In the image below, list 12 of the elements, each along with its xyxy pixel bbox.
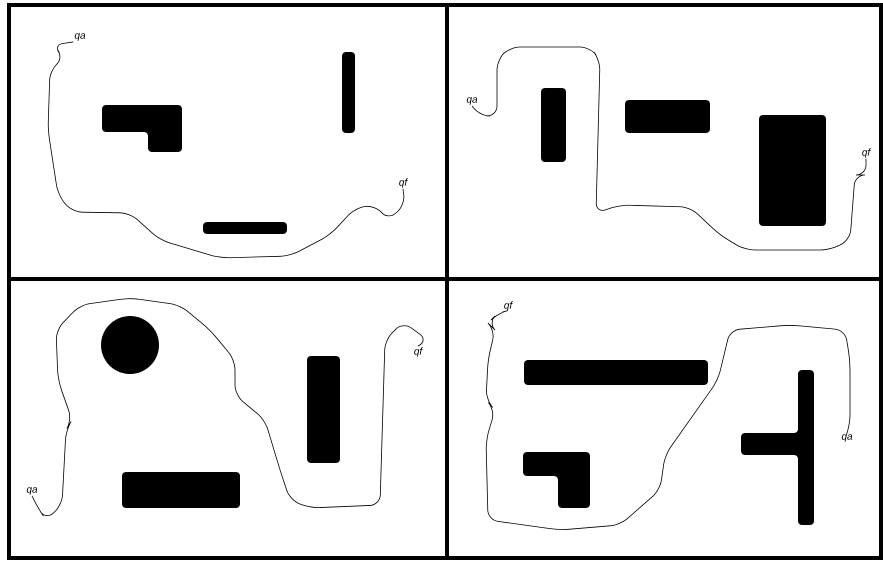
path-curve	[486, 310, 850, 530]
point-label: qa	[74, 33, 86, 41]
point-label: qa	[26, 487, 38, 495]
point-label: qf	[399, 178, 408, 188]
point-label: qa	[466, 97, 478, 105]
point-label: qf	[504, 301, 514, 311]
point-label: qf	[414, 347, 424, 357]
path-curve	[32, 298, 424, 517]
path-curve	[48, 42, 404, 258]
point-label: qa	[842, 434, 852, 442]
point-label: qf	[862, 148, 872, 158]
path-curve	[472, 46, 866, 250]
